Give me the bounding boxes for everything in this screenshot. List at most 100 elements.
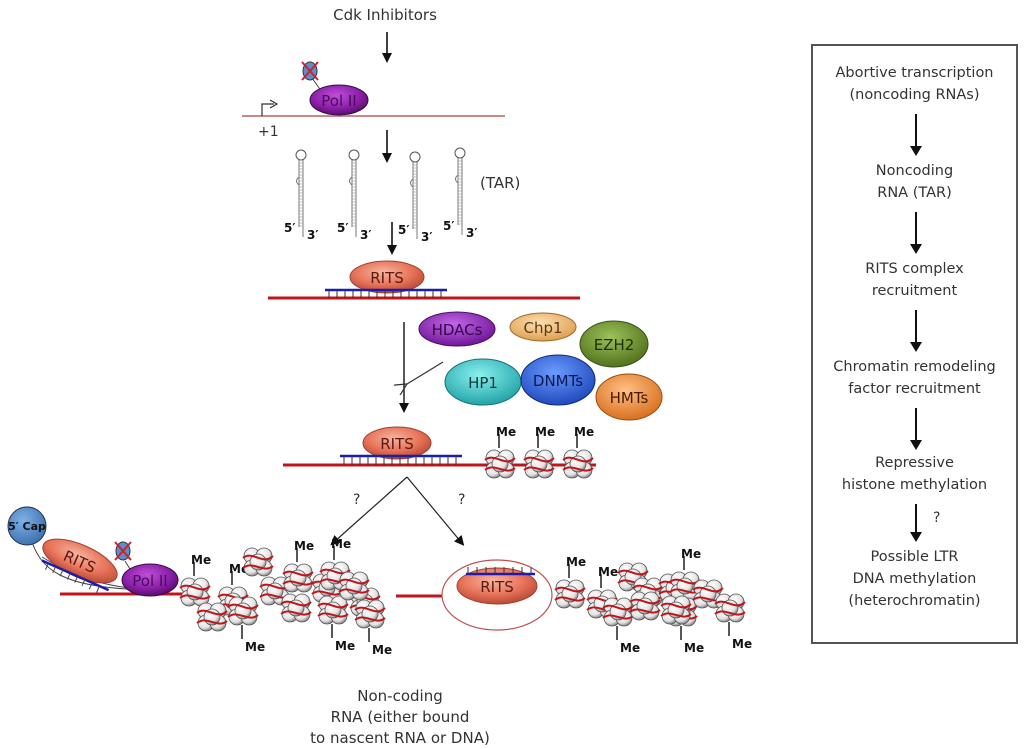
- phosphate-removed-icon: [114, 541, 132, 561]
- methylated-nucleosomes: Me Me Me: [484, 425, 594, 479]
- five-prime-label: 5′: [284, 221, 296, 235]
- flow-step-rits-recruitment: RITS complex recruitment: [865, 261, 964, 299]
- five-prime-cap-label: 5′ Cap: [8, 520, 46, 533]
- five-prime-label: 5′: [337, 221, 349, 235]
- methyl-label: Me: [535, 425, 555, 439]
- nucleosome-icon: Me: [317, 595, 355, 653]
- arrow-right-branch-icon: [406, 476, 465, 546]
- methyl-label: Me: [684, 641, 704, 655]
- methyl-label: Me: [681, 547, 701, 561]
- svg-text:HDACs: HDACs: [432, 321, 483, 339]
- pol-ii-label: Pol II: [132, 572, 167, 590]
- five-prime-cap-node: [7, 506, 47, 546]
- tar-hairpin-icon: 5′ 3′: [398, 151, 433, 244]
- tar-hairpin-icon: 5′ 3′: [337, 149, 372, 242]
- factor-ezh2: EZH2: [579, 320, 649, 368]
- factor-dnmts: DNMTs: [520, 354, 596, 406]
- flow-step-histone-methylation: Repressive histone methylation: [841, 455, 988, 493]
- bottom-caption: Non-coding RNA (either bound to nascent …: [310, 687, 490, 747]
- tss-arrow-icon: [261, 103, 274, 116]
- flow-step-chromatin-remodeling: Chromatin remodeling factor recruitment: [833, 359, 996, 397]
- flow-arrow-icon: [910, 408, 922, 450]
- nucleosome-icon: Me: [282, 539, 314, 593]
- nucleosome-icon: Me: [669, 547, 701, 601]
- flow-step-abortive-transcription: Abortive transcription (noncoding RNAs): [835, 65, 994, 103]
- nucleosome-icon: Me: [227, 596, 265, 654]
- tar-hairpin-icon: 5′ 3′: [284, 149, 319, 242]
- tar-label: (TAR): [480, 174, 520, 192]
- flow-arrow-icon: [910, 212, 922, 254]
- flow-question-mark: ?: [933, 510, 941, 526]
- methyl-label: Me: [372, 643, 392, 657]
- flow-arrow-icon: [910, 310, 922, 352]
- nucleosome-icon: [196, 602, 228, 632]
- nucleosome-icon: Me: [354, 599, 392, 657]
- five-prime-label: 5′: [398, 223, 410, 237]
- flow-step-noncoding-rna: Noncoding RNA (TAR): [875, 163, 954, 201]
- nucleosome-icon: Me: [666, 597, 704, 655]
- nucleosome-icon: [242, 547, 274, 577]
- svg-text:HMTs: HMTs: [610, 389, 649, 407]
- rits-dna-complex-1: RITS: [268, 260, 580, 300]
- three-prime-label: 3′: [360, 228, 372, 242]
- nucleosome-icon: Me: [586, 565, 618, 619]
- nucleosome-icon: [629, 591, 661, 621]
- methyl-label: Me: [294, 539, 314, 553]
- factor-chp1: Chp1: [509, 312, 577, 342]
- methyl-label: Me: [566, 555, 586, 569]
- methyl-label: Me: [732, 637, 752, 651]
- tss-label: +1: [258, 124, 279, 140]
- pol-ii-node: Pol II: [309, 84, 369, 116]
- summary-flow-panel: Abortive transcription (noncoding RNAs) …: [811, 44, 1018, 644]
- arrow-recruit-icon: [407, 361, 444, 384]
- methyl-label: Me: [620, 641, 640, 655]
- flow-step-dna-methylation: Possible LTR DNA methylation (heterochro…: [848, 549, 981, 609]
- nucleosome-icon: Me: [319, 537, 351, 591]
- five-prime-label: 5′: [443, 219, 455, 233]
- flow-arrow-icon: [910, 114, 922, 156]
- nucleosome-icon: [338, 571, 370, 601]
- factor-hdacs: HDACs: [418, 311, 496, 347]
- methyl-label: Me: [191, 553, 211, 567]
- rits-label: RITS: [370, 269, 404, 287]
- nucleosome-icon: Me: [179, 553, 211, 607]
- three-prime-label: 3′: [466, 226, 478, 240]
- methyl-label: Me: [496, 425, 516, 439]
- pol-ii-label: Pol II: [321, 92, 356, 110]
- svg-text:EZH2: EZH2: [594, 336, 635, 354]
- nucleosome-icon: Me: [484, 425, 516, 479]
- right-branch-complex: RITS: [396, 559, 553, 631]
- nucleosome-icon: [660, 595, 692, 625]
- left-branch-complex: 5′ Cap RITS Pol II: [7, 506, 185, 597]
- methyl-label: Me: [598, 565, 618, 579]
- methyl-label: Me: [574, 425, 594, 439]
- three-prime-label: 3′: [307, 228, 319, 242]
- nucleosome-icon: [280, 593, 312, 623]
- arrow-left-branch-icon: [330, 476, 408, 546]
- question-mark-left: ?: [353, 492, 360, 508]
- phosphate-removed-icon: [301, 61, 323, 93]
- nucleosome-icon: Me: [523, 425, 555, 479]
- methyl-label: Me: [335, 639, 355, 653]
- methyl-label: Me: [331, 537, 351, 551]
- three-prime-label: 3′: [421, 230, 433, 244]
- cdk-inhibitors-label: Cdk Inhibitors: [333, 6, 437, 24]
- tar-hairpin-icon: 5′ 3′: [443, 147, 478, 240]
- methyl-label: Me: [245, 640, 265, 654]
- nucleosome-icon: Me: [602, 597, 640, 655]
- svg-text:RITS: RITS: [380, 435, 414, 453]
- svg-text:Chp1: Chp1: [523, 319, 562, 337]
- svg-text:DNMTs: DNMTs: [533, 372, 583, 390]
- tar-hairpins: 5′ 3′ 5′ 3′ 5′ 3′ 5′ 3′: [284, 147, 478, 244]
- question-mark-right: ?: [458, 492, 465, 508]
- factor-hmts: HMTs: [595, 373, 663, 421]
- nucleosome-icon: Me: [554, 555, 586, 609]
- svg-text:HP1: HP1: [468, 374, 498, 392]
- nucleosome-icon: Me: [714, 593, 752, 651]
- nucleosome-icon: Me: [562, 425, 594, 479]
- flow-arrow-icon: [910, 504, 922, 542]
- rits-label: RITS: [480, 578, 514, 596]
